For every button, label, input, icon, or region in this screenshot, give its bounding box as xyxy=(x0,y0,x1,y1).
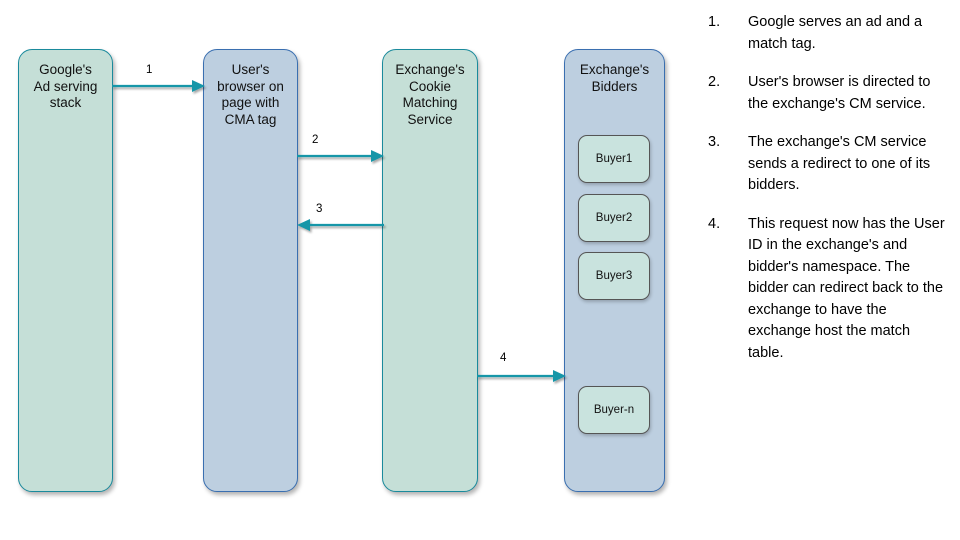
buyer-label: Buyer2 xyxy=(595,212,633,224)
arrow-label-3: 3 xyxy=(316,203,323,215)
step-text: User's browser is directed to the exchan… xyxy=(748,74,931,112)
node-label: Exchange's Cookie Matching Service xyxy=(395,62,465,127)
arrow-label-4: 4 xyxy=(500,352,507,364)
node-exchange-cookie-matching-service[interactable]: Exchange's Cookie Matching Service xyxy=(382,49,478,492)
step-number: 1. xyxy=(708,14,721,30)
node-google-ad-serving-stack[interactable]: Google's Ad serving stack xyxy=(18,49,113,492)
arrow-label-2: 2 xyxy=(312,134,319,146)
step-text: Google serves an ad and a match tag. xyxy=(748,14,923,52)
node-label: Google's Ad serving stack xyxy=(33,62,98,110)
arrow-google-to-browser-icon xyxy=(112,79,205,93)
list-item: 2. User's browser is directed to the exc… xyxy=(708,72,948,115)
step-text: This request now has the User ID in the … xyxy=(748,215,945,361)
step-text: The exchange's CM service sends a redire… xyxy=(748,134,931,193)
buyer-box-1[interactable]: Buyer1 xyxy=(578,135,650,183)
step-number: 3. xyxy=(708,134,721,150)
arrow-label-1: 1 xyxy=(146,64,153,76)
buyer-box-n[interactable]: Buyer-n xyxy=(578,386,650,434)
list-item: 3. The exchange's CM service sends a red… xyxy=(708,132,948,197)
node-user-browser[interactable]: User's browser on page with CMA tag xyxy=(203,49,298,492)
step-number: 2. xyxy=(708,74,721,90)
node-label: Exchange's Bidders xyxy=(579,62,650,94)
list-item: 1. Google serves an ad and a match tag. xyxy=(708,12,948,55)
arrow-cms-to-bidders-icon xyxy=(477,369,566,383)
buyer-box-2[interactable]: Buyer2 xyxy=(578,194,650,242)
buyer-label: Buyer-n xyxy=(593,404,635,416)
list-item: 4. This request now has the User ID in t… xyxy=(708,214,948,365)
buyer-box-3[interactable]: Buyer3 xyxy=(578,252,650,300)
step-number: 4. xyxy=(708,215,721,232)
arrow-cms-to-browser-icon xyxy=(297,218,384,232)
node-label: User's browser on page with CMA tag xyxy=(217,62,284,127)
buyer-label: Buyer1 xyxy=(595,153,633,165)
arrow-browser-to-cms-icon xyxy=(297,149,384,163)
steps-list: 1. Google serves an ad and a match tag. … xyxy=(708,12,948,381)
buyer-label: Buyer3 xyxy=(595,270,633,282)
